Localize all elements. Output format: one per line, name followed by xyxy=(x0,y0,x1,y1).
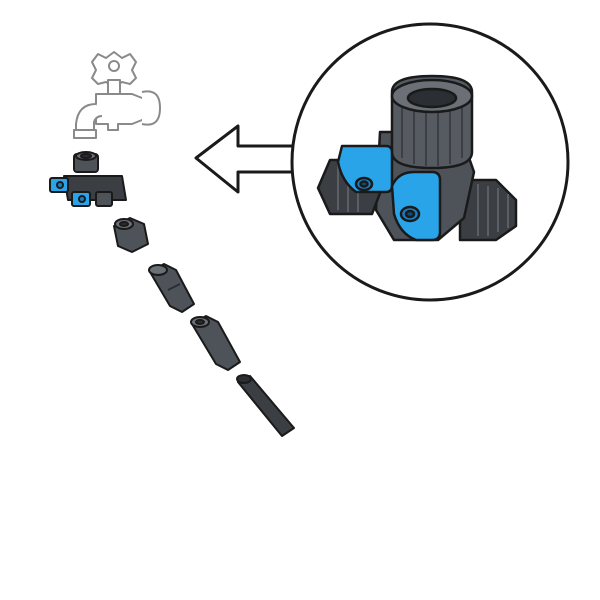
tubing-adapter xyxy=(148,263,195,313)
y-splitter-large xyxy=(316,74,518,242)
y-splitter-small xyxy=(49,151,127,207)
left-arrow-icon xyxy=(194,124,300,194)
hose-adapter xyxy=(113,217,149,253)
tubing xyxy=(236,374,295,437)
faucet-icon xyxy=(73,51,161,139)
compression-fitting xyxy=(190,315,241,371)
